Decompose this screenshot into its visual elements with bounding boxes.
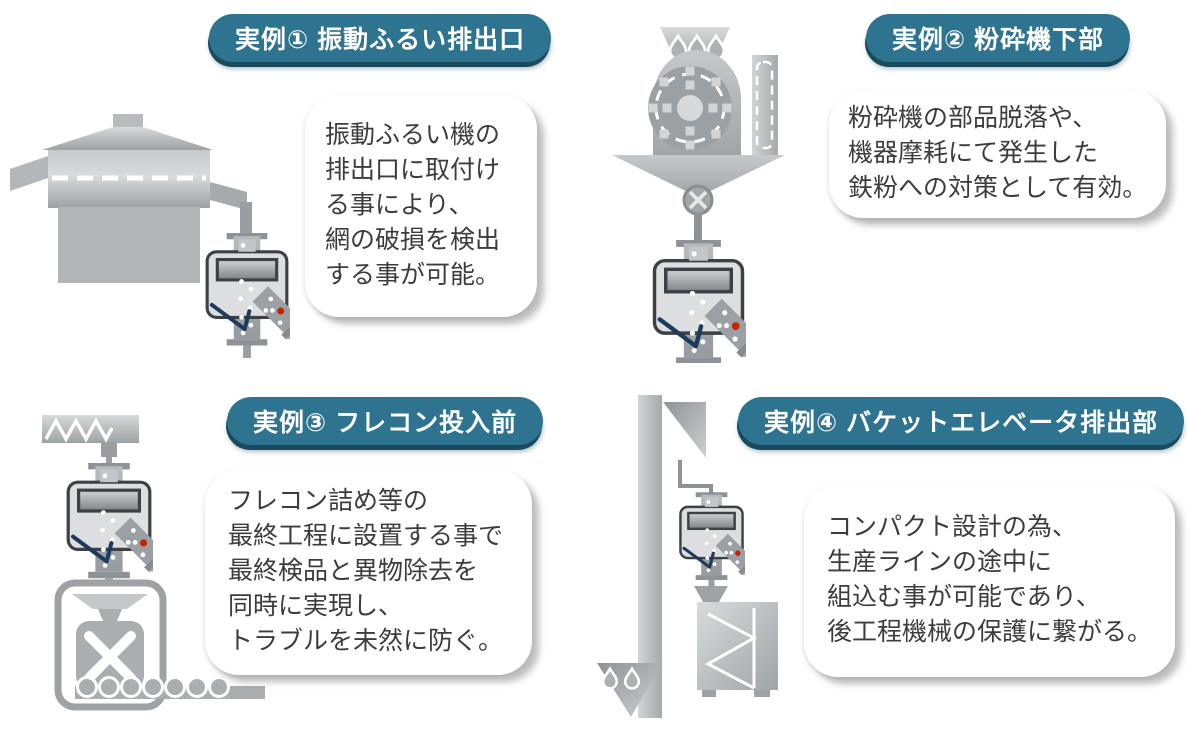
- bubble-text-line: 機器摩耗にて発生した: [848, 139, 1099, 167]
- bubble-text-line: 後工程機械の保護に繋がる。: [827, 618, 1153, 646]
- elevator-discharge-chute: [663, 402, 706, 458]
- crusher-funnel: [612, 155, 785, 197]
- discharge-spout: [210, 182, 247, 210]
- metal-detector-icon: [205, 233, 290, 358]
- example-3-bubble: フレコン詰め等の 最終工程に設置する事で 最終検品と異物除去を 同時に実現し、 …: [205, 470, 532, 675]
- metal-detector-icon: [678, 492, 745, 590]
- example-2-bubble: 粉砕機の部品脱落や、 機器摩耗にて発生した 鉄粉への対策として有効。: [829, 90, 1166, 218]
- mill-rotor: [648, 66, 732, 150]
- example-2-badge: 実例② 粉砕機下部: [866, 14, 1131, 62]
- elevator-column: [638, 395, 662, 718]
- panel-example-3: 実例③ フレコン投入前 フレコン詰め等の 最終工程に設置する事で 最終検品と異物…: [0, 380, 553, 734]
- fibc-container: [54, 579, 167, 711]
- bubble-text-line: 同時に実現し、: [228, 592, 404, 620]
- metal-detector-icon: [655, 240, 772, 363]
- roller-conveyor: [75, 676, 265, 699]
- metal-detector-icon: [66, 463, 153, 591]
- bubble-text-line: トラブルを未然に防ぐ。: [228, 627, 504, 655]
- crusher-mill-machine: [612, 27, 785, 240]
- bucket-elevator: [597, 395, 713, 718]
- material-droplet-icons: [668, 34, 726, 61]
- crusher-hopper: [660, 27, 730, 66]
- bubble-text-line: 組込む事が可能であり、: [827, 583, 1101, 611]
- feed-pipe: [678, 460, 713, 494]
- panel-example-4: 実例④ バケットエレベータ排出部 コンパクト設計の為、 生産ラインの途中に 組込…: [578, 380, 1190, 734]
- crusher-column: [752, 55, 778, 155]
- example-3-badge: 実例③ フレコン投入前: [227, 397, 544, 445]
- bubble-text-line: 網の破損を検出: [325, 226, 501, 254]
- bubble-text-line: コンパクト設計の為、: [827, 513, 1078, 541]
- vibrating-sieve-machine: [10, 114, 252, 283]
- bubble-text-line: 排出口に取付け: [325, 156, 501, 184]
- valve-icon: [682, 184, 714, 216]
- filling-funnel: [72, 594, 148, 609]
- bubble-text-line: 生産ラインの途中に: [827, 548, 1053, 576]
- example-4-badge: 実例④ バケットエレベータ排出部: [738, 397, 1185, 445]
- example-4-bubble: コンパクト設計の為、 生産ラインの途中に 組込む事が可能であり、 後工程機械の保…: [804, 485, 1175, 677]
- bubble-text-line: 振動ふるい機の: [325, 121, 501, 149]
- bubble-text-line: 最終工程に設置する事で: [228, 522, 504, 550]
- bubble-text-line: 最終検品と異物除去を: [228, 557, 479, 585]
- bubble-text-line: る事により、: [325, 191, 474, 219]
- elevator-boot: [597, 663, 662, 717]
- mixer-machine: [694, 586, 778, 697]
- bubble-text-line: する事が可能。: [325, 261, 501, 289]
- fibc-bag: [76, 609, 144, 689]
- bubble-text-line: フレコン詰め等の: [228, 487, 429, 515]
- example-1-bubble: 振動ふるい機の 排出口に取付け る事により、 網の破損を検出 する事が可能。: [305, 95, 537, 317]
- example-1-badge: 実例① 振動ふるい排出口: [209, 14, 552, 62]
- bubble-text-line: 粉砕機の部品脱落や、: [848, 104, 1098, 132]
- material-droplet-icons: [601, 667, 641, 690]
- bubble-text-line: 鉄粉への対策として有効。: [848, 174, 1148, 202]
- panel-example-1: 実例① 振動ふるい排出口 振動ふるい機の 排出口に取付け る事により、 網の破損…: [0, 0, 553, 363]
- panel-example-2: 実例② 粉砕機下部 粉砕機の部品脱落や、 機器摩耗にて発生した 鉄粉への対策とし…: [578, 0, 1190, 363]
- mixer-inlet-funnel: [694, 586, 728, 602]
- screw-conveyor: [42, 415, 139, 465]
- mill-housing: [653, 50, 741, 157]
